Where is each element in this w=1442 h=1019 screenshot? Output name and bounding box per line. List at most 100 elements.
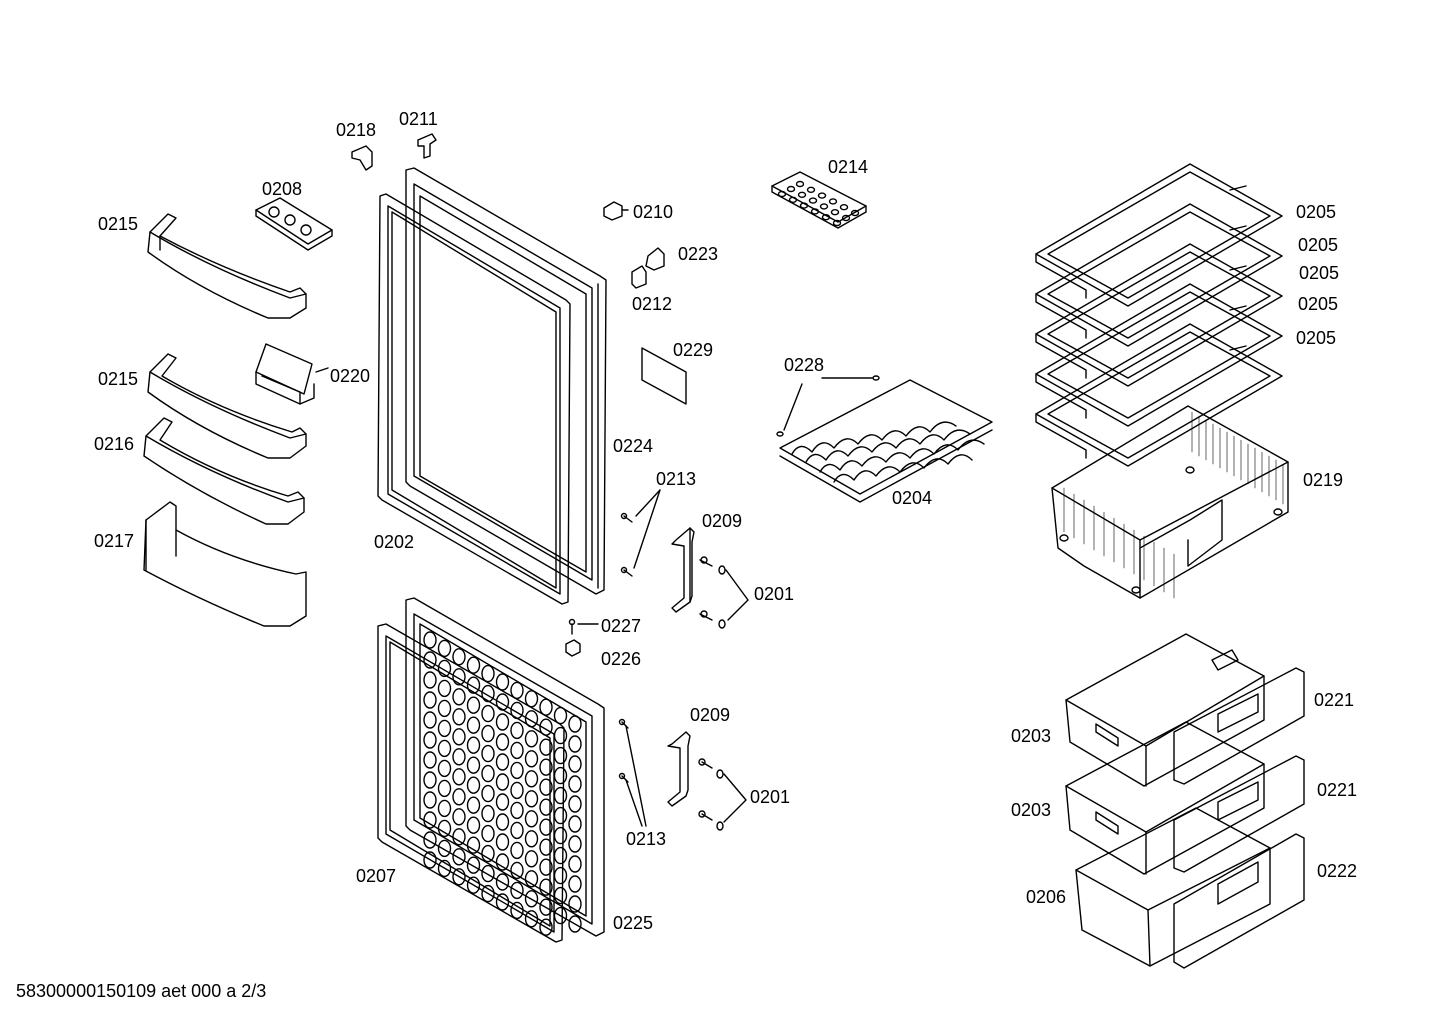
- screw-0213-lower: [620, 720, 647, 827]
- door-dimple: [468, 737, 480, 753]
- door-dimple: [482, 726, 494, 742]
- door-dimple: [439, 820, 451, 836]
- part-label-0218: 0218: [336, 120, 377, 140]
- part-label-0226: 0226: [601, 649, 642, 669]
- door-shelf-0215-middle: [148, 354, 306, 458]
- clip-0218: [352, 146, 372, 170]
- door-dimple: [453, 729, 465, 745]
- door-gasket-0202: [378, 194, 570, 604]
- door-dimple: [468, 717, 480, 733]
- door-dimple: [569, 816, 581, 832]
- ice-cell: [810, 198, 817, 203]
- part-label-0215-middle: 0215: [98, 369, 139, 389]
- part-label-0207: 0207: [356, 866, 397, 886]
- door-dimple: [540, 839, 552, 855]
- door-dimple: [511, 782, 523, 798]
- part-label-0202: 0202: [374, 532, 415, 552]
- egg-tray-0208: [256, 198, 332, 250]
- door-dimple: [439, 700, 451, 716]
- hinge-0212: [632, 266, 646, 288]
- document-reference: 58300000150109 aet 000 a 2/3: [16, 981, 267, 1001]
- door-dimple: [453, 689, 465, 705]
- door-dimple: [511, 822, 523, 838]
- part-label-0203-top: 0203: [1011, 726, 1052, 746]
- part-label-0222: 0222: [1317, 861, 1358, 881]
- door-dimple: [526, 831, 538, 847]
- door-dimple: [424, 632, 436, 648]
- door-dimple: [468, 837, 480, 853]
- door-dimple: [453, 809, 465, 825]
- shelf-edge: [1230, 186, 1246, 190]
- door-dimple: [540, 759, 552, 775]
- part-label-0205-2: 0205: [1298, 235, 1339, 255]
- door-dimple: [439, 660, 451, 676]
- door-dimple: [511, 802, 523, 818]
- door-dimple: [439, 680, 451, 696]
- door-dimple: [453, 769, 465, 785]
- shelf-frame: [1036, 244, 1282, 386]
- door-dimple: [439, 640, 451, 656]
- door-dimple: [511, 722, 523, 738]
- door-dimple: [468, 657, 480, 673]
- ice-cell: [812, 209, 819, 214]
- screw-0213-upper: [622, 490, 661, 576]
- part-label-0227: 0227: [601, 616, 642, 636]
- door-dimple: [497, 774, 509, 790]
- shelf-edge: [1230, 306, 1246, 310]
- part-label-0219: 0219: [1303, 470, 1344, 490]
- door-dimple: [468, 877, 480, 893]
- door-dimple: [453, 869, 465, 885]
- door-dimple: [555, 788, 567, 804]
- ice-tray-0214: [772, 172, 866, 228]
- door-dimple: [497, 714, 509, 730]
- door-shelf-0217: [144, 502, 306, 626]
- shelf-edge: [1036, 334, 1086, 378]
- door-dimple: [439, 800, 451, 816]
- door-dimple: [424, 792, 436, 808]
- door-dimple: [482, 746, 494, 762]
- door-dimple: [540, 739, 552, 755]
- door-dimple: [482, 886, 494, 902]
- door-dimple: [453, 749, 465, 765]
- door-dimple: [424, 852, 436, 868]
- ice-cell: [801, 203, 808, 208]
- door-dimple: [540, 879, 552, 895]
- door-dimple: [453, 829, 465, 845]
- door-dimple: [439, 860, 451, 876]
- shelf-glass: [1048, 212, 1270, 338]
- ice-cell: [821, 204, 828, 209]
- door-dimple: [453, 849, 465, 865]
- door-dimple: [540, 799, 552, 815]
- part-label-0217: 0217: [94, 531, 135, 551]
- part-label-0209-lower: 0209: [690, 705, 731, 725]
- door-dimple: [497, 854, 509, 870]
- door-dimple: [555, 848, 567, 864]
- drawer-0206: [1076, 808, 1270, 966]
- door-dimple: [497, 834, 509, 850]
- part-label-0206: 0206: [1026, 887, 1067, 907]
- door-dimple: [526, 751, 538, 767]
- door-dimple: [497, 874, 509, 890]
- door-dimple: [555, 728, 567, 744]
- door-dimple: [482, 846, 494, 862]
- part-label-0214: 0214: [828, 157, 869, 177]
- shelf-edge: [1230, 226, 1246, 230]
- door-dimple: [424, 752, 436, 768]
- door-dimple: [511, 882, 523, 898]
- door-dimple: [497, 674, 509, 690]
- door-dimple: [439, 740, 451, 756]
- part-label-0210: 0210: [633, 202, 674, 222]
- door-dimple: [511, 862, 523, 878]
- door-dimple: [511, 842, 523, 858]
- part-label-0221-top: 0221: [1314, 690, 1355, 710]
- freezer-door-pattern: [424, 632, 581, 935]
- ice-cell: [852, 211, 859, 216]
- hinge-0210: [604, 202, 628, 220]
- part-label-0215-top: 0215: [98, 214, 139, 234]
- part-label-0204: 0204: [892, 488, 933, 508]
- label-plate-0229: [642, 348, 686, 404]
- glass-shelf: [1036, 284, 1282, 426]
- door-shelf-0216: [144, 418, 304, 524]
- door-dimple: [424, 652, 436, 668]
- door-dimple: [569, 776, 581, 792]
